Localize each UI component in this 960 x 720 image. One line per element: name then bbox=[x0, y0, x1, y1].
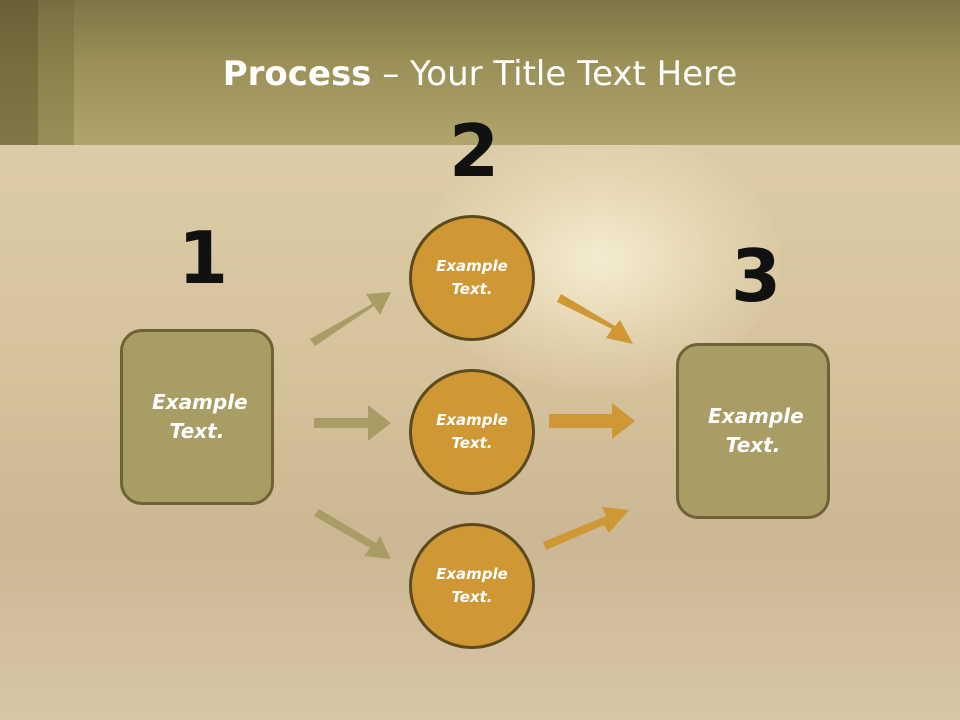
step-number-2: 2 bbox=[449, 109, 500, 193]
right-step-box[interactable]: Example Text. bbox=[676, 343, 830, 519]
right-arrows bbox=[543, 294, 635, 550]
title-bar bbox=[0, 0, 960, 145]
circle-middle[interactable]: Example Text. bbox=[409, 369, 535, 495]
circle-bottom-text: Example Text. bbox=[436, 565, 508, 606]
header-accent-strip bbox=[0, 0, 38, 145]
step-number-1: 1 bbox=[178, 216, 229, 300]
left-step-text: Example Text. bbox=[152, 390, 248, 443]
title-rest: – Your Title Text Here bbox=[371, 54, 738, 94]
title-bold: Process bbox=[222, 54, 372, 94]
right-step-text: Example Text. bbox=[708, 404, 804, 457]
arrow-right-middle bbox=[549, 403, 635, 439]
left-arrows bbox=[310, 292, 391, 559]
arrow-right-down bbox=[557, 294, 633, 344]
circle-middle-text: Example Text. bbox=[436, 411, 508, 452]
arrow-left-down bbox=[314, 509, 391, 559]
left-step-box[interactable]: Example Text. bbox=[120, 329, 274, 505]
circle-top[interactable]: Example Text. bbox=[409, 215, 535, 341]
arrow-left-up bbox=[310, 292, 391, 346]
circle-bottom[interactable]: Example Text. bbox=[409, 523, 535, 649]
arrow-left-middle bbox=[314, 405, 391, 441]
step-number-3: 3 bbox=[731, 234, 782, 318]
slide-title: Process – Your Title Text Here bbox=[0, 54, 960, 94]
header-accent-strip-2 bbox=[38, 0, 74, 145]
circle-top-text: Example Text. bbox=[436, 257, 508, 298]
arrow-right-up bbox=[543, 507, 629, 550]
